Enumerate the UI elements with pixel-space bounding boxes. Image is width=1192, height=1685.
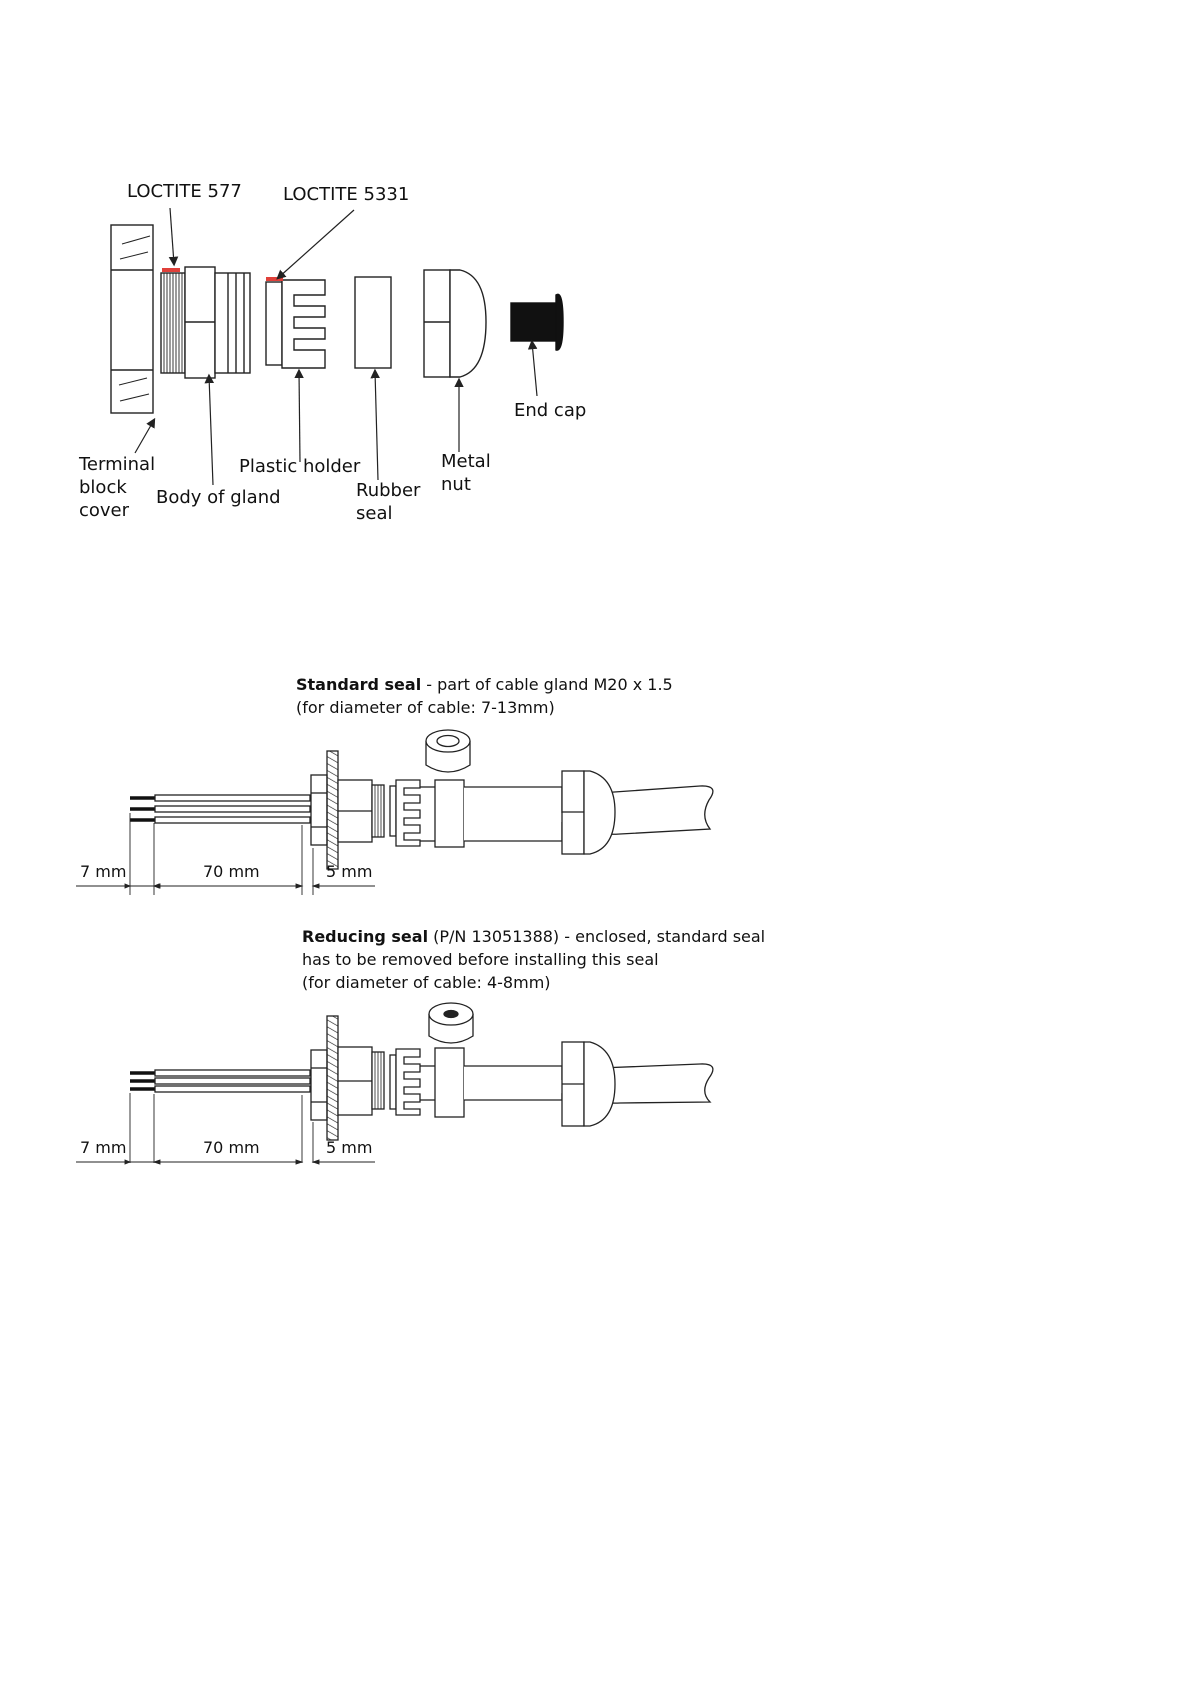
label-rubber-seal-line1: Rubber — [356, 480, 421, 501]
label-terminal-block-cover-line2: block — [79, 477, 127, 498]
label-metal-nut-line1: Metal — [441, 451, 491, 472]
label-terminal-block-cover-line3: cover — [79, 500, 130, 521]
rubber-seal-part — [354, 276, 392, 369]
standard-seal-diameter: (for diameter of cable: 7-13mm) — [296, 698, 555, 717]
label-plastic-holder: Plastic holder — [239, 456, 361, 477]
label-terminal-block-cover-line1: Terminal — [79, 454, 156, 475]
reducing-dim-wires: 70 mm — [203, 1138, 260, 1157]
body-of-gland-part — [160, 266, 251, 379]
wall-panel — [326, 750, 339, 870]
plastic-holder-part — [265, 279, 326, 369]
standard-seal-ring — [425, 729, 471, 773]
reducing-seal-assembly — [76, 1002, 714, 1165]
terminal-block-cover-part — [110, 224, 154, 414]
label-end-cap: End cap — [514, 400, 587, 421]
standard-seal-title-bold: Standard seal — [296, 675, 422, 694]
standard-dim-strip: 7 mm — [80, 862, 127, 881]
wall-panel — [326, 1015, 339, 1141]
metal-nut-part — [423, 269, 487, 378]
reducing-seal-title-bold: Reducing seal — [302, 927, 429, 946]
loctite-5331-mark — [266, 277, 283, 281]
reducing-seal-title-rest: (P/N 13051388) - enclosed, standard seal — [428, 927, 766, 946]
reducing-dim-strip: 7 mm — [80, 1138, 127, 1157]
reducing-seal-note: has to be removed before installing this… — [302, 950, 659, 969]
label-metal-nut-line2: nut — [441, 474, 471, 495]
standard-dim-thickness: 5 mm — [326, 862, 373, 881]
wires — [130, 1069, 311, 1093]
reducing-seal-diameter: (for diameter of cable: 4-8mm) — [302, 973, 551, 992]
standard-dim-wires: 70 mm — [203, 862, 260, 881]
standard-seal-assembly — [76, 729, 714, 895]
loctite-577-mark — [162, 268, 180, 272]
label-loctite-577: LOCTITE 577 — [127, 181, 242, 202]
end-cap-part — [510, 293, 564, 351]
exploded-view — [110, 207, 564, 486]
label-rubber-seal-line2: seal — [356, 503, 393, 524]
standard-seal-title: Standard seal - part of cable gland M20 … — [296, 675, 673, 695]
label-body-of-gland: Body of gland — [156, 487, 281, 508]
reducing-dim-thickness: 5 mm — [326, 1138, 373, 1157]
reducing-seal-title: Reducing seal (P/N 13051388) - enclosed,… — [302, 927, 765, 947]
wires — [130, 794, 311, 824]
label-loctite-5331: LOCTITE 5331 — [283, 184, 410, 205]
reducing-seal-ring — [428, 1002, 474, 1044]
standard-seal-title-rest: - part of cable gland M20 x 1.5 — [421, 675, 673, 694]
